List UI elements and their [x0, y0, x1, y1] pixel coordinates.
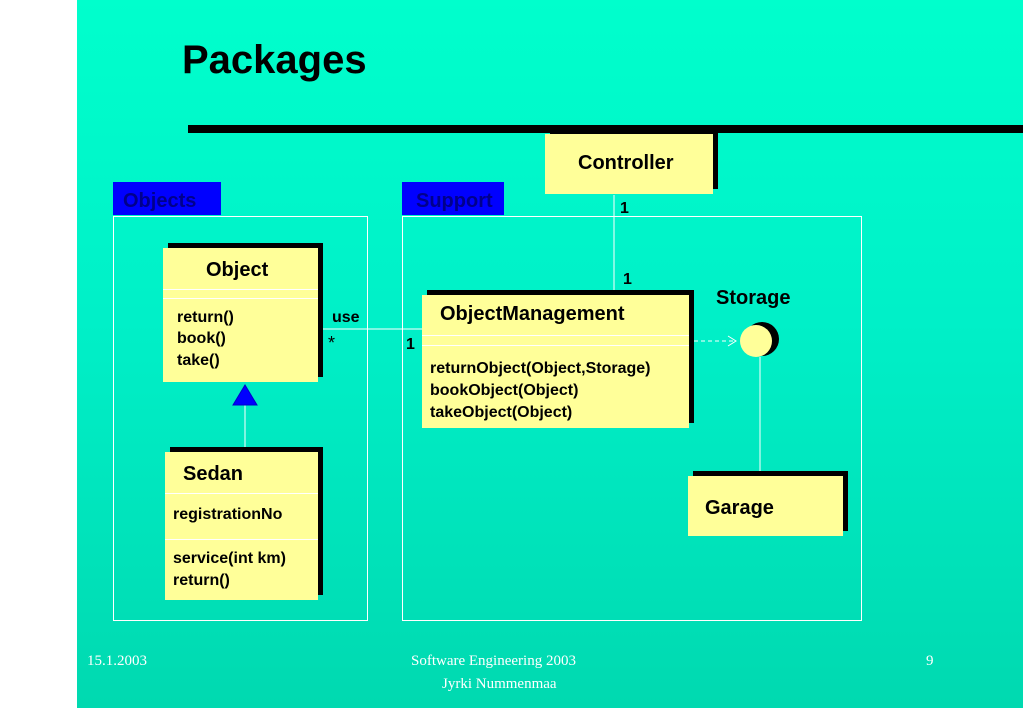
- sedan-class-divider: [165, 493, 318, 494]
- management-multiplicity: 1: [623, 271, 632, 288]
- object-management-class: ObjectManagement returnObject(Object,Sto…: [422, 295, 689, 428]
- controller-class-name: Controller: [578, 152, 674, 174]
- object-management-method: returnObject(Object,Storage): [430, 360, 651, 377]
- sedan-class-divider: [165, 539, 318, 540]
- object-method: take(): [177, 352, 220, 369]
- garage-class-name: Garage: [705, 497, 774, 519]
- footer-date: 15.1.2003: [87, 653, 147, 669]
- use-association-label: use: [332, 309, 360, 326]
- footer-page-number: 9: [926, 653, 934, 669]
- object-management-class-name: ObjectManagement: [440, 303, 625, 325]
- use-object-multiplicity: *: [328, 333, 336, 353]
- storage-interface-label: Storage: [716, 287, 791, 309]
- inheritance-arrow: [232, 384, 258, 406]
- support-package-tab: Support: [402, 182, 504, 215]
- title-divider: [188, 125, 1023, 133]
- sedan-class-name: Sedan: [183, 463, 244, 485]
- controller-multiplicity: 1: [620, 200, 629, 217]
- garage-class: Garage: [688, 476, 843, 536]
- object-method: return(): [177, 309, 234, 326]
- dependency-arrowhead: [727, 335, 737, 347]
- support-package: [402, 216, 862, 621]
- object-management-method: bookObject(Object): [430, 382, 579, 399]
- object-management-divider: [422, 345, 689, 346]
- sedan-attribute: registrationNo: [173, 506, 283, 523]
- footer-author: Jyrki Nummenmaa: [442, 676, 557, 692]
- sedan-class: Sedan registrationNo service(int km) ret…: [165, 452, 318, 600]
- controller-class: Controller: [545, 134, 713, 194]
- object-class: Object return() book() take(): [163, 248, 318, 382]
- sedan-method: return(): [173, 572, 230, 589]
- object-class-divider: [163, 289, 318, 290]
- sedan-method: service(int km): [173, 550, 286, 567]
- slide-title: Packages: [182, 38, 367, 82]
- object-method: book(): [177, 330, 226, 347]
- objects-package-tab: Objects: [113, 182, 221, 215]
- objects-package: [113, 216, 368, 621]
- object-class-name: Object: [206, 259, 269, 281]
- object-management-method: takeObject(Object): [430, 404, 573, 421]
- use-management-multiplicity: 1: [406, 336, 415, 353]
- object-class-divider: [163, 298, 318, 299]
- footer-course: Software Engineering 2003: [411, 653, 576, 669]
- object-management-divider: [422, 335, 689, 336]
- storage-interface-icon: [740, 325, 772, 357]
